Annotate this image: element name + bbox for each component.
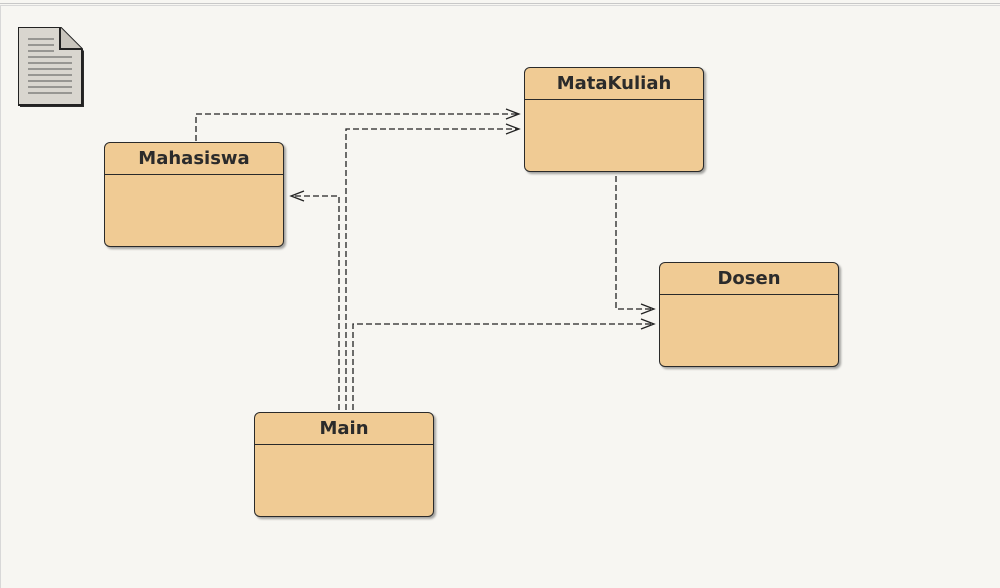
note-icon[interactable]: [18, 27, 86, 109]
edge-main-to-matakuliah: [345, 123, 521, 410]
edge-matakuliah-to-dosen: [615, 176, 656, 315]
canvas-top-border: [0, 3, 1000, 4]
class-name-dosen: Dosen: [660, 263, 838, 295]
class-box-matakuliah[interactable]: MataKuliah: [524, 67, 704, 172]
class-box-dosen[interactable]: Dosen: [659, 262, 839, 367]
class-name-mahasiswa: Mahasiswa: [105, 143, 283, 175]
canvas-left-border: [0, 5, 1, 588]
class-name-matakuliah: MataKuliah: [525, 68, 703, 100]
canvas-top-border-inner: [0, 5, 1000, 6]
edge-mahasiswa-to-matakuliah: [195, 108, 521, 141]
edge-main-to-dosen: [352, 318, 656, 410]
class-name-main: Main: [255, 413, 433, 445]
class-box-main[interactable]: Main: [254, 412, 434, 517]
class-box-mahasiswa[interactable]: Mahasiswa: [104, 142, 284, 247]
edge-main-to-mahasiswa: [289, 190, 340, 410]
